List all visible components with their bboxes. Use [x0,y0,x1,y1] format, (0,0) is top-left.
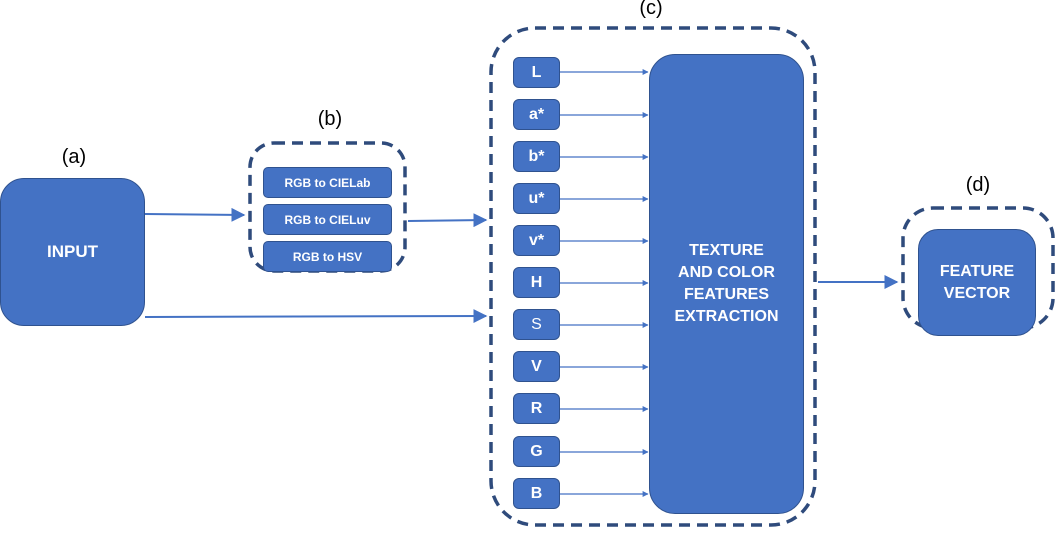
channel-l: L [513,57,560,88]
conversion-rgb-to-cieluv: RGB to CIELuv [263,204,392,235]
label-d: (d) [965,174,991,196]
label-c: (c) [639,0,663,19]
channel-s: S [513,309,560,340]
feature-extraction-node: TEXTURE AND COLOR FEATURES EXTRACTION [649,54,804,514]
input-node: INPUT [0,178,145,326]
channel-v: V [513,351,560,382]
arrow-conversions-to-channels [407,213,488,228]
conversion-rgb-to-cielab: RGB to CIELab [263,167,392,198]
channel-b-star: b* [513,141,560,172]
channel-b: B [513,478,560,509]
channel-h: H [513,267,560,298]
label-b: (b) [317,108,343,130]
channel-r: R [513,393,560,424]
group-c-dashed-border [489,26,817,527]
arrow-input-to-channels [144,309,488,324]
arrow-input-to-conversions [144,207,246,222]
channel-v-star: v* [513,225,560,256]
channel-a-star: a* [513,99,560,130]
channel-u-star: u* [513,183,560,214]
feature-vector-node: FEATURE VECTOR [918,229,1036,336]
label-a: (a) [61,146,87,168]
conversion-rgb-to-hsv: RGB to HSV [263,241,392,272]
channel-g: G [513,436,560,467]
